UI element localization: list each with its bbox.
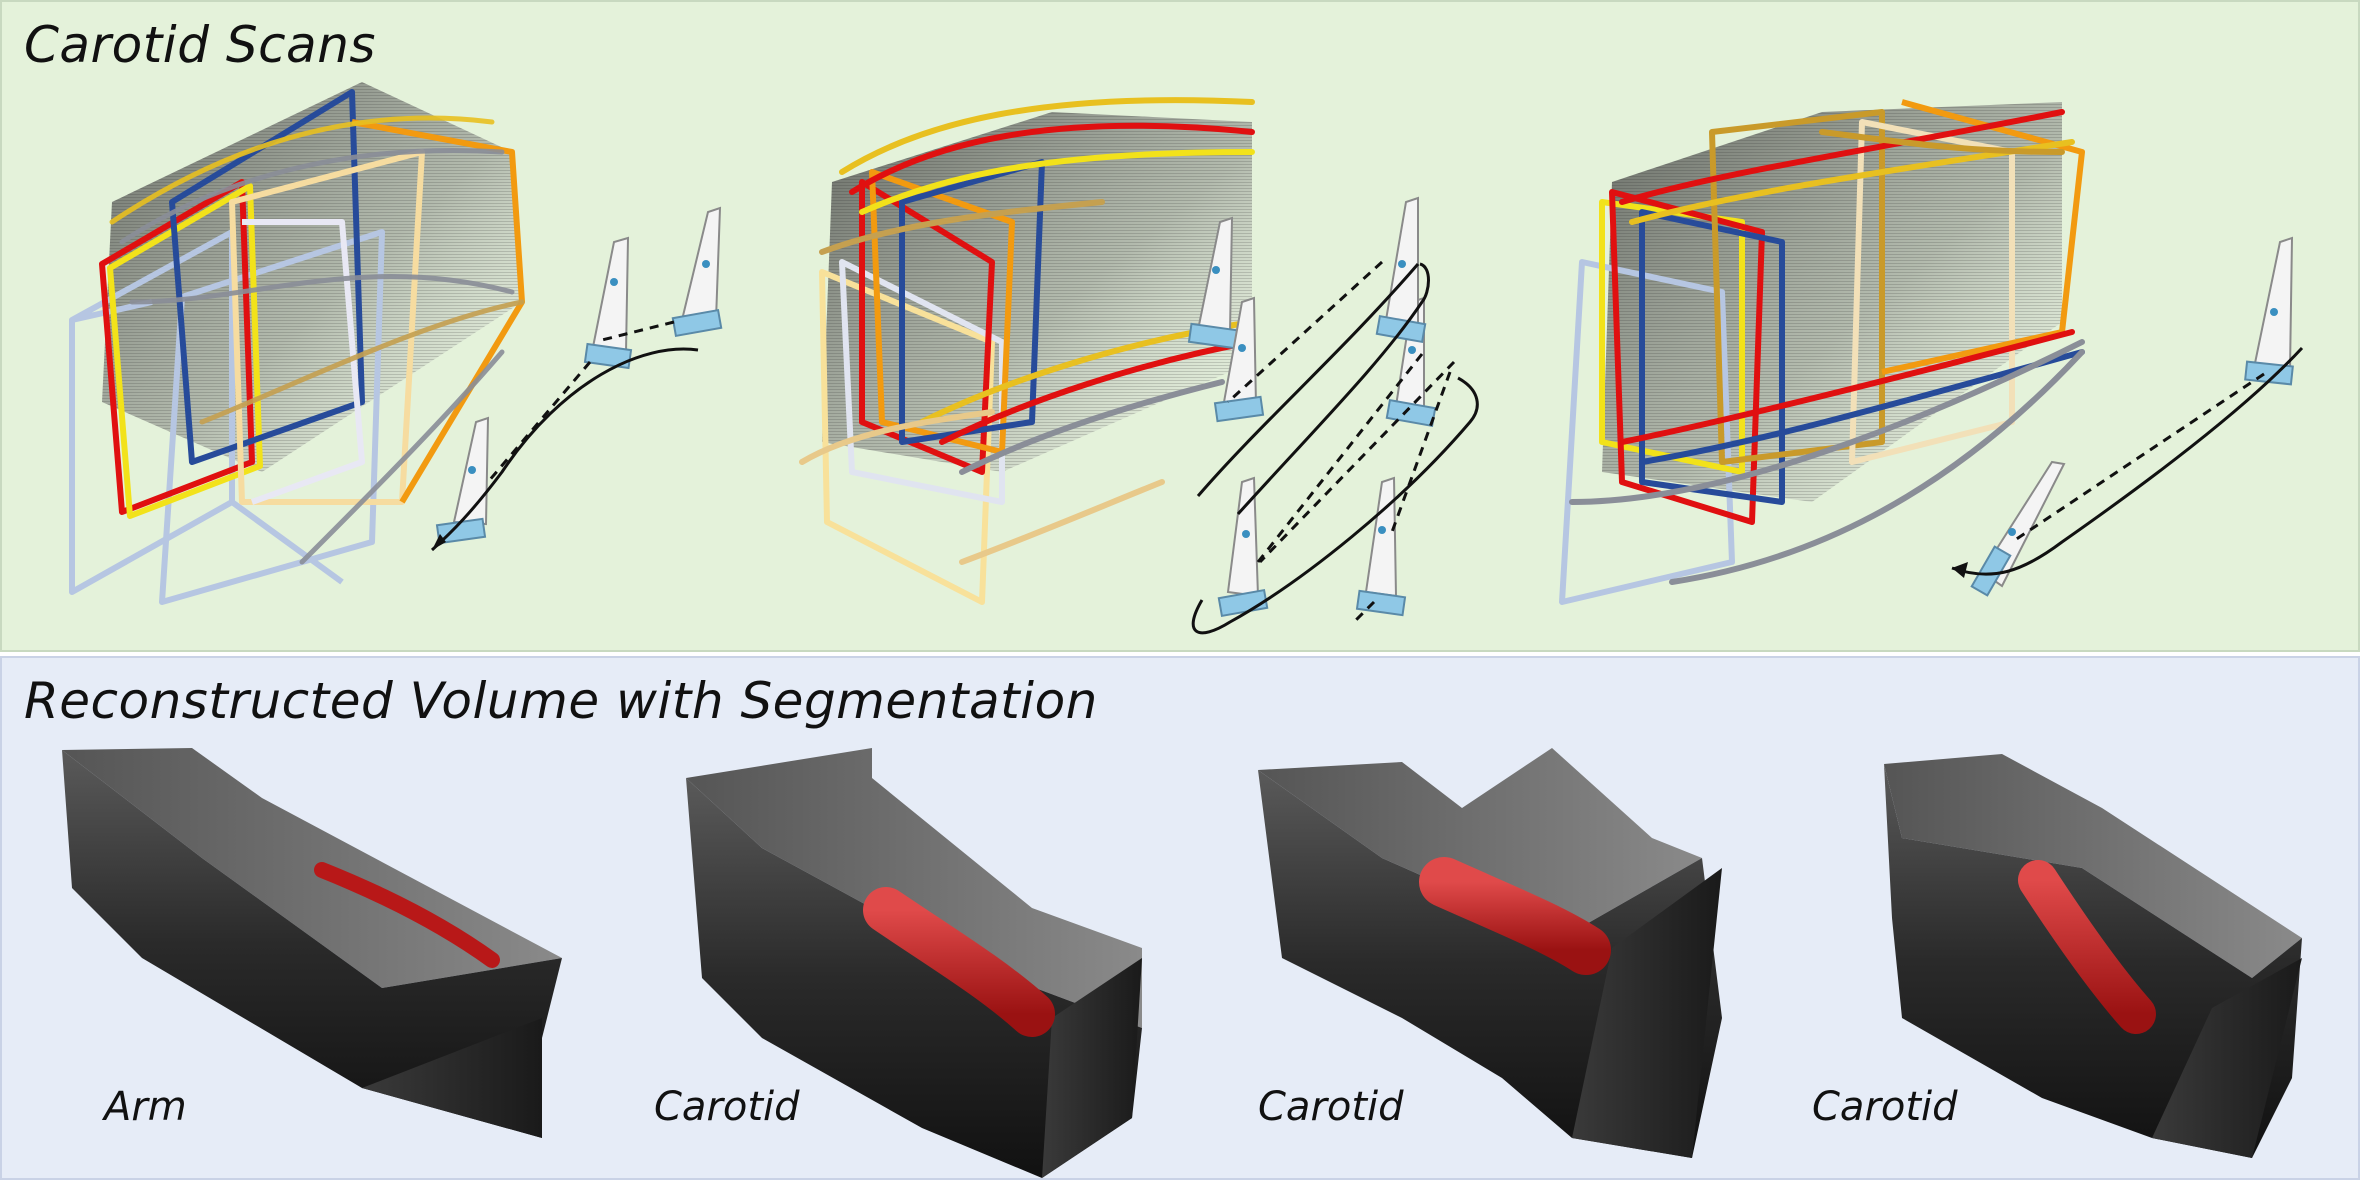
scan-3-curve-2 — [1629, 139, 2075, 225]
volume-label-carotid-1: Carotid — [654, 1084, 800, 1130]
volume-label-carotid-3: Carotid — [1812, 1084, 1958, 1130]
scan-3-curve-7 — [1819, 129, 2065, 155]
carotid-scans-panel: Carotid Scans — [0, 0, 2360, 652]
reconstructed-volume-panel: Reconstructed Volume with Segmentation — [0, 656, 2360, 1180]
volume-arm — [62, 748, 562, 1138]
volume-carotid-2-top — [1258, 748, 1702, 938]
scan-1-frame-blue — [169, 89, 365, 465]
volume-label-carotid-2: Carotid — [1258, 1084, 1404, 1130]
scan-3-frame-blue — [1639, 209, 1785, 505]
scan-1-curve-1 — [109, 115, 495, 225]
volume-carotid-3 — [1884, 754, 2302, 1158]
scan-2-arrow-solid-3 — [1191, 376, 1479, 635]
scan-2-curve-1 — [839, 97, 1255, 175]
scan-2-curve-7 — [959, 379, 1225, 475]
scan-3-frame-lightblue — [1559, 259, 1735, 605]
volume-carotid-1-segmentation — [863, 887, 1055, 1037]
scan-2-probe-1 — [1187, 216, 1239, 350]
volume-carotid-2-segmentation — [1419, 857, 1611, 975]
volume-arm-side — [362, 1018, 542, 1138]
scan-1-curve-5 — [299, 349, 505, 565]
scan-3-arrowhead — [1952, 562, 1968, 578]
scan-2-probe-2 — [1213, 296, 1265, 423]
scan-1-arrowhead — [432, 534, 446, 550]
volume-carotid-2 — [1258, 748, 1722, 1158]
scan-2-probe-3 — [1217, 476, 1269, 618]
scan-3-probe-1 — [2244, 236, 2294, 386]
scan-3-texture — [1602, 102, 2062, 502]
carotid-scans-title: Carotid Scans — [24, 16, 376, 74]
scan-2-curve-4 — [819, 199, 1105, 255]
scan-2-frame-red — [859, 179, 995, 475]
scan-3-arrow-solid — [1951, 346, 2304, 576]
scan-3-probe-2 — [1970, 460, 2066, 597]
scan-3-curve-4 — [1639, 349, 2085, 465]
scan-2-probe-6 — [1375, 196, 1427, 344]
volume-carotid-1-front — [686, 778, 1142, 1178]
scan-2-curve-9 — [799, 409, 995, 465]
scan-1-arrow-dashed-2 — [486, 361, 592, 483]
scan-2-arrow-dashed-3 — [1258, 360, 1456, 564]
volume-arm-segmentation — [314, 862, 500, 968]
volume-arm-front — [62, 750, 562, 1138]
volume-carotid-2-side — [1572, 868, 1722, 1158]
scan-2-frame-white — [839, 259, 1005, 505]
scan-1-probe-1 — [583, 236, 633, 370]
volume-carotid-3-top — [1884, 754, 2302, 978]
volume-renderings — [62, 748, 2302, 1178]
scan-1-arrow-dashed-1 — [601, 320, 675, 342]
volume-label-arm: Arm — [104, 1084, 187, 1130]
scan-2-arrow-dashed-2 — [1256, 353, 1424, 563]
scan-1-frame-red — [99, 179, 255, 515]
scan-3 — [1559, 99, 2304, 605]
volume-carotid-3-segmentation — [2018, 860, 2156, 1034]
scan-1-frame-yellow — [107, 183, 263, 519]
scan-2-arrow-dashed-4 — [1390, 371, 1452, 533]
volume-carotid-1 — [686, 748, 1142, 1178]
scan-1-frame-orange — [351, 119, 525, 504]
scan-2-curve-2 — [849, 122, 1255, 195]
scan-3-curve-3 — [1619, 329, 2075, 445]
scan-3-curve-1 — [1619, 109, 2065, 205]
scan-3-arrow-dashed — [2011, 372, 2265, 544]
scan-2-curve-8 — [959, 479, 1165, 565]
scan-2-arrow-solid-2 — [1236, 262, 1430, 516]
scan-3-frame-gold — [1709, 109, 1885, 465]
scan-1-curve-4 — [199, 299, 525, 425]
scan-1-probe-3 — [435, 416, 490, 545]
scan-2 — [799, 97, 1479, 635]
volume-carotid-1-side — [1042, 958, 1142, 1178]
scan-2-arrow-dashed-1 — [1226, 260, 1384, 404]
scan-2-arrow-dashed-5 — [1350, 600, 1376, 626]
scan-2-curve-3 — [859, 149, 1255, 215]
scan-1-frame-white — [242, 219, 365, 505]
scan-1-arrow-solid — [430, 347, 699, 552]
reconstructed-volume-title: Reconstructed Volume with Segmentation — [24, 672, 1098, 730]
scan-1-curve-2 — [119, 147, 505, 245]
scan-2-arrow-solid-1 — [1196, 263, 1420, 497]
scan-3-curve-6 — [1669, 349, 2085, 585]
scan-1 — [69, 82, 723, 605]
volume-carotid-3-side — [2152, 958, 2302, 1158]
scan-2-frame-blue — [899, 159, 1045, 445]
scan-1-probe-2 — [671, 206, 723, 338]
scan-2-curve-6 — [939, 339, 1255, 445]
scan-3-curve-5 — [1569, 339, 2085, 505]
scan-illustrations — [69, 82, 2304, 635]
scan-1-curve-3 — [129, 274, 515, 305]
scan-2-frame-paleyellow — [819, 269, 995, 605]
volume-carotid-1-top — [686, 748, 1142, 1028]
